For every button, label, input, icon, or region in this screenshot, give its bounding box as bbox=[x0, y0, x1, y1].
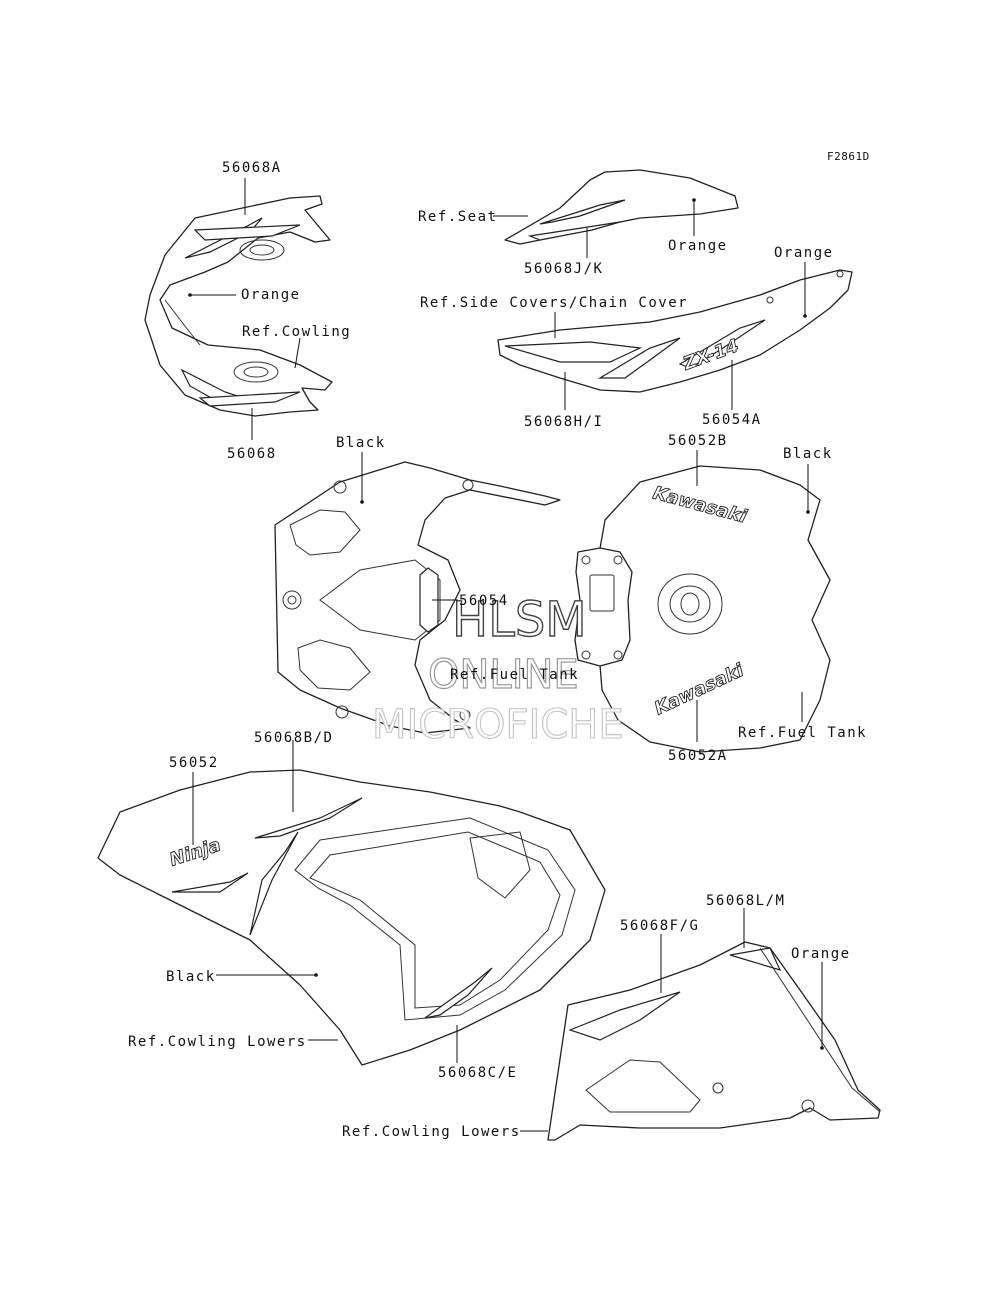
label-ref-fuel-tank-center: Ref.Fuel Tank bbox=[450, 667, 579, 683]
leader-lines bbox=[188, 178, 824, 1132]
label-56068A: 56068A bbox=[222, 160, 282, 176]
label-orange-cowling: Orange bbox=[241, 287, 301, 303]
label-ref-side-covers: Ref.Side Covers/Chain Cover bbox=[420, 295, 688, 311]
label-ref-cowling-lowers-right: Ref.Cowling Lowers bbox=[342, 1124, 521, 1140]
label-56068HI: 56068H/I bbox=[524, 414, 603, 430]
middle-cowling-drawing: Ninja bbox=[97, 769, 606, 1066]
label-ref-seat: Ref.Seat bbox=[418, 209, 497, 225]
label-56068LM: 56068L/M bbox=[706, 893, 785, 909]
label-black-lower: Black bbox=[166, 969, 216, 985]
label-56068BD: 56068B/D bbox=[254, 730, 333, 746]
label-ref-fuel-tank: Ref.Fuel Tank bbox=[738, 725, 867, 741]
label-56054A: 56054A bbox=[702, 412, 762, 428]
label-orange-seat: Orange bbox=[668, 238, 728, 254]
watermark-line2: ONLINE bbox=[428, 652, 579, 698]
label-56054: 56054 bbox=[459, 593, 509, 609]
seat-drawing bbox=[504, 169, 739, 245]
label-black-tank: Black bbox=[783, 446, 833, 462]
watermark: HLSM ONLINE MICROFICHE bbox=[371, 591, 624, 748]
label-56068CE: 56068C/E bbox=[438, 1065, 517, 1081]
label-ref-cowling: Ref.Cowling bbox=[242, 324, 351, 340]
lower-cowling-drawing bbox=[547, 941, 881, 1141]
fuel-tank-cover-drawing bbox=[274, 461, 561, 734]
figure-id: F2861D bbox=[827, 150, 870, 163]
watermark-line1: HLSM bbox=[452, 592, 587, 648]
callout-labels: F2861D 56068A Orange Ref.Cowling 56068 R… bbox=[128, 150, 870, 1140]
label-56052A: 56052A bbox=[668, 748, 728, 764]
label-56052: 56052 bbox=[169, 755, 219, 771]
side-cover-drawing bbox=[497, 269, 853, 393]
label-56068: 56068 bbox=[227, 446, 277, 462]
label-ref-cowling-lowers-left: Ref.Cowling Lowers bbox=[128, 1034, 307, 1050]
upper-cowling-drawing bbox=[144, 195, 333, 417]
label-56068FG: 56068F/G bbox=[620, 918, 699, 934]
label-black-center: Black bbox=[336, 435, 386, 451]
watermark-line3: MICROFICHE bbox=[372, 702, 624, 748]
label-56068JK: 56068J/K bbox=[524, 261, 603, 277]
label-56052B: 56052B bbox=[668, 433, 728, 449]
fuel-tank-drawing: Kawasaki Kawasaki bbox=[574, 465, 831, 753]
label-orange-lower: Orange bbox=[791, 946, 851, 962]
label-orange-sidecover: Orange bbox=[774, 245, 834, 261]
